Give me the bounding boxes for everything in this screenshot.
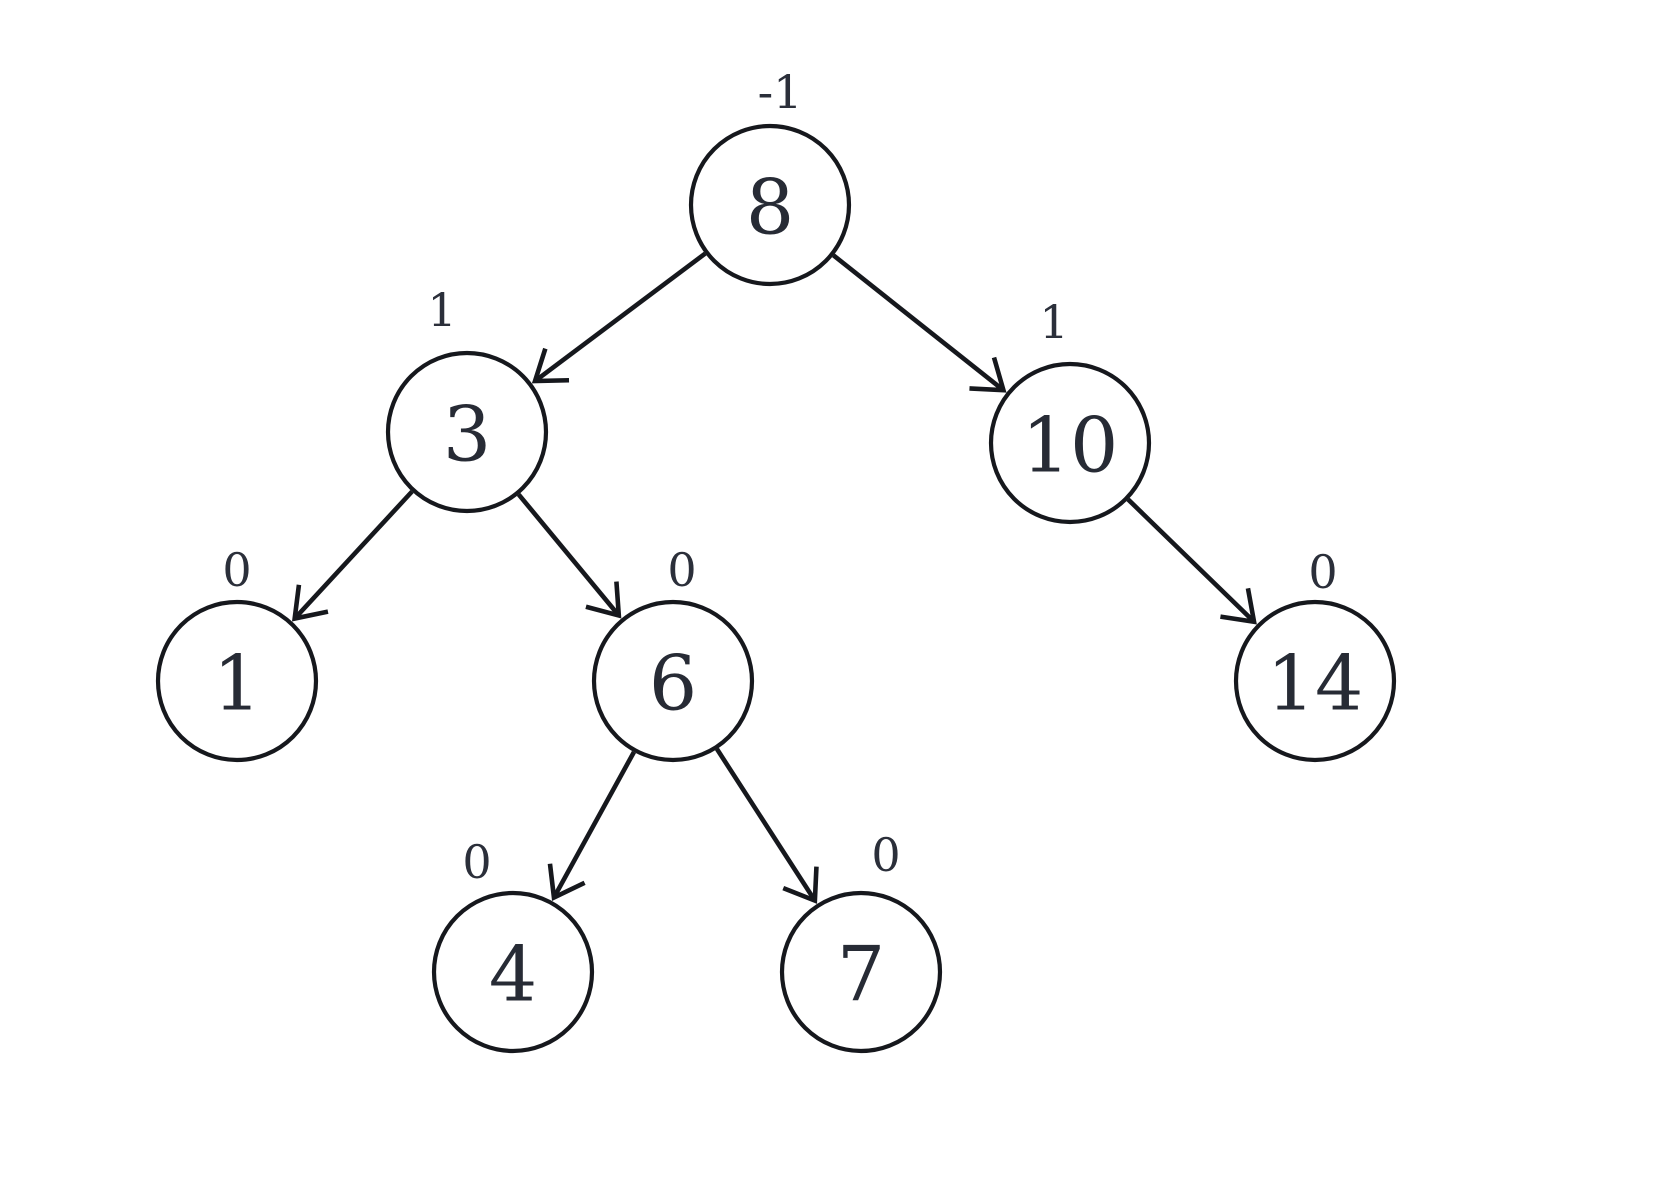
node-circle[interactable]	[779, 890, 943, 1054]
tree-node-6[interactable]: 6	[591, 599, 755, 763]
edge-line	[1126, 497, 1256, 624]
edge-line	[715, 747, 817, 902]
tree-edge	[516, 492, 622, 619]
arrowhead-icon	[291, 584, 329, 622]
arrowhead-icon	[969, 356, 1007, 393]
arrowhead-icon	[585, 581, 622, 619]
tree-node-1[interactable]: 1	[155, 599, 319, 763]
tree-edge	[832, 253, 1007, 393]
edge-line	[832, 253, 1005, 392]
tree-node-3[interactable]: 3	[385, 350, 549, 514]
node-key-label: 6	[649, 639, 697, 728]
node-circle[interactable]	[688, 123, 852, 287]
balance-factor-label-3: 1	[427, 283, 456, 337]
arrowhead-icon	[531, 347, 570, 384]
tree-node-4[interactable]: 4	[431, 890, 595, 1054]
node-circle[interactable]	[988, 361, 1152, 525]
balance-factor-label-1: 0	[222, 543, 251, 597]
tree-node-7[interactable]: 7	[779, 890, 943, 1054]
node-key-label: 7	[837, 930, 885, 1019]
node-circle[interactable]	[591, 599, 755, 763]
edge-line	[533, 251, 707, 383]
balance-factor-label-4: 0	[462, 835, 491, 889]
tree-edge	[715, 747, 819, 904]
tree-node-10[interactable]: 10	[988, 361, 1152, 525]
tree-edge	[547, 750, 636, 901]
arrowhead-icon	[1220, 587, 1257, 625]
edges-layer	[291, 251, 1257, 904]
balance-factor-label-7: 0	[871, 828, 900, 882]
node-circle[interactable]	[1233, 599, 1397, 763]
edge-line	[551, 750, 636, 899]
node-circle[interactable]	[155, 599, 319, 763]
balance-factor-label-10: 1	[1039, 295, 1068, 349]
node-circle[interactable]	[385, 350, 549, 514]
tree-edge	[291, 489, 414, 622]
arrowhead-icon	[547, 863, 586, 901]
node-key-label: 8	[746, 163, 794, 252]
edge-line	[292, 489, 414, 621]
node-key-label: 3	[443, 390, 491, 479]
node-key-label: 10	[1022, 401, 1119, 490]
arrowhead-icon	[782, 866, 819, 904]
node-circle[interactable]	[431, 890, 595, 1054]
balance-factor-label-8: -1	[758, 65, 803, 119]
node-key-label: 4	[489, 930, 537, 1019]
edge-line	[516, 492, 621, 617]
node-key-label: 1	[213, 639, 261, 728]
tree-node-14[interactable]: 14	[1233, 599, 1397, 763]
tree-node-8[interactable]: 8	[688, 123, 852, 287]
tree-edge	[531, 251, 707, 384]
node-key-label: 14	[1267, 639, 1364, 728]
balance-factor-label-6: 0	[667, 543, 696, 597]
tree-edge	[1126, 497, 1257, 625]
balance-factor-label-14: 0	[1308, 545, 1337, 599]
